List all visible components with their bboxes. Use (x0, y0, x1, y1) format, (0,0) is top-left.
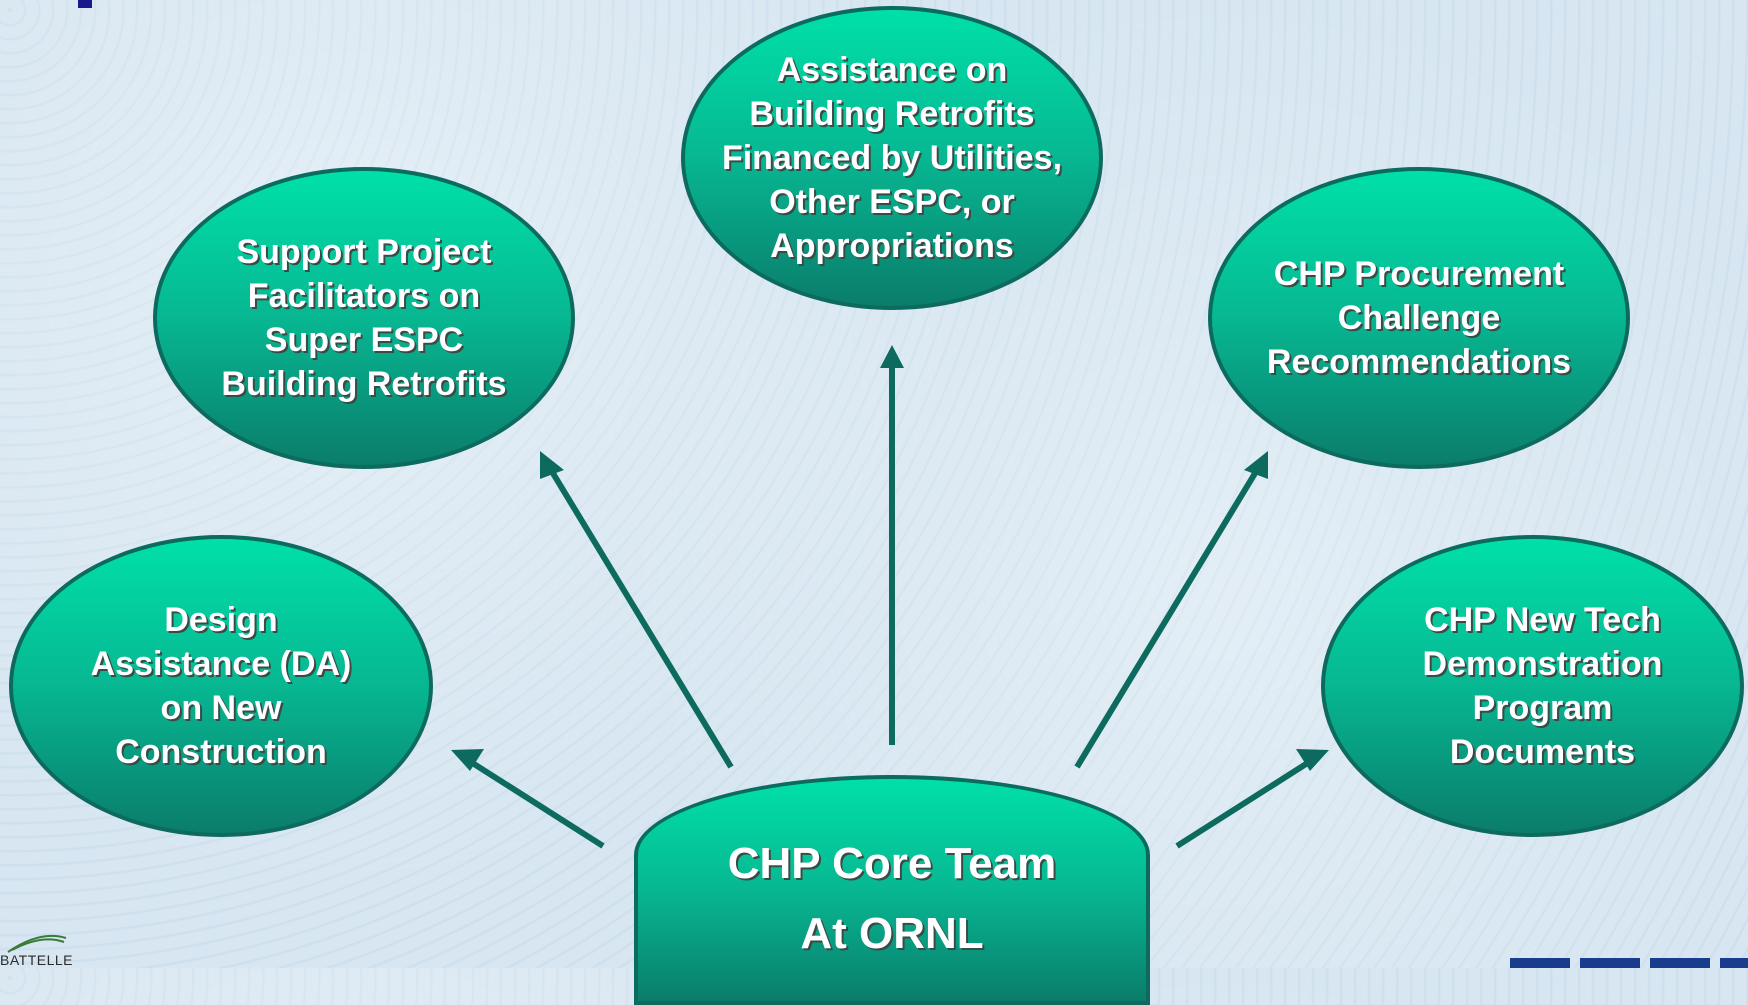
core-team-node: CHP Core Team At ORNL (634, 775, 1150, 1005)
node-procurement: CHP Procurement Challenge Recommendation… (1208, 167, 1630, 469)
node-design-assistance: Design Assistance (DA) on New Constructi… (9, 535, 433, 837)
battelle-logo-text: BATTELLE (0, 952, 73, 968)
arrow-to-procurement (1074, 451, 1268, 769)
right-logo-fragment (1510, 958, 1748, 968)
corner-mark (78, 0, 92, 8)
node-new-tech: CHP New Tech Demonstration Program Docum… (1321, 535, 1744, 837)
arrows-layer (451, 345, 1329, 849)
node-support-facilitators: Support Project Facilitators on Super ES… (153, 167, 575, 469)
node-label: Support Project Facilitators on Super ES… (221, 233, 507, 403)
node-label: CHP Procurement Challenge Recommendation… (1266, 255, 1572, 381)
core-team-label: CHP Core Team At ORNL (727, 839, 1057, 958)
arrow-to-building-retrofits (880, 345, 904, 745)
arrow-to-new-tech (1175, 749, 1329, 849)
node-label: Assistance on Building Retrofits Finance… (721, 51, 1063, 265)
arrow-to-design-assistance (451, 749, 605, 849)
diagram: Design Assistance (DA) on New Constructi… (9, 6, 1744, 1005)
node-label: CHP New Tech Demonstration Program Docum… (1422, 601, 1663, 771)
battelle-logo: BATTELLE (0, 928, 110, 968)
node-label: Design Assistance (DA) on New Constructi… (90, 601, 352, 771)
node-building-retrofits: Assistance on Building Retrofits Finance… (681, 6, 1103, 310)
battelle-logo-mark (7, 934, 67, 953)
arrow-to-support-facilitators (540, 451, 734, 769)
